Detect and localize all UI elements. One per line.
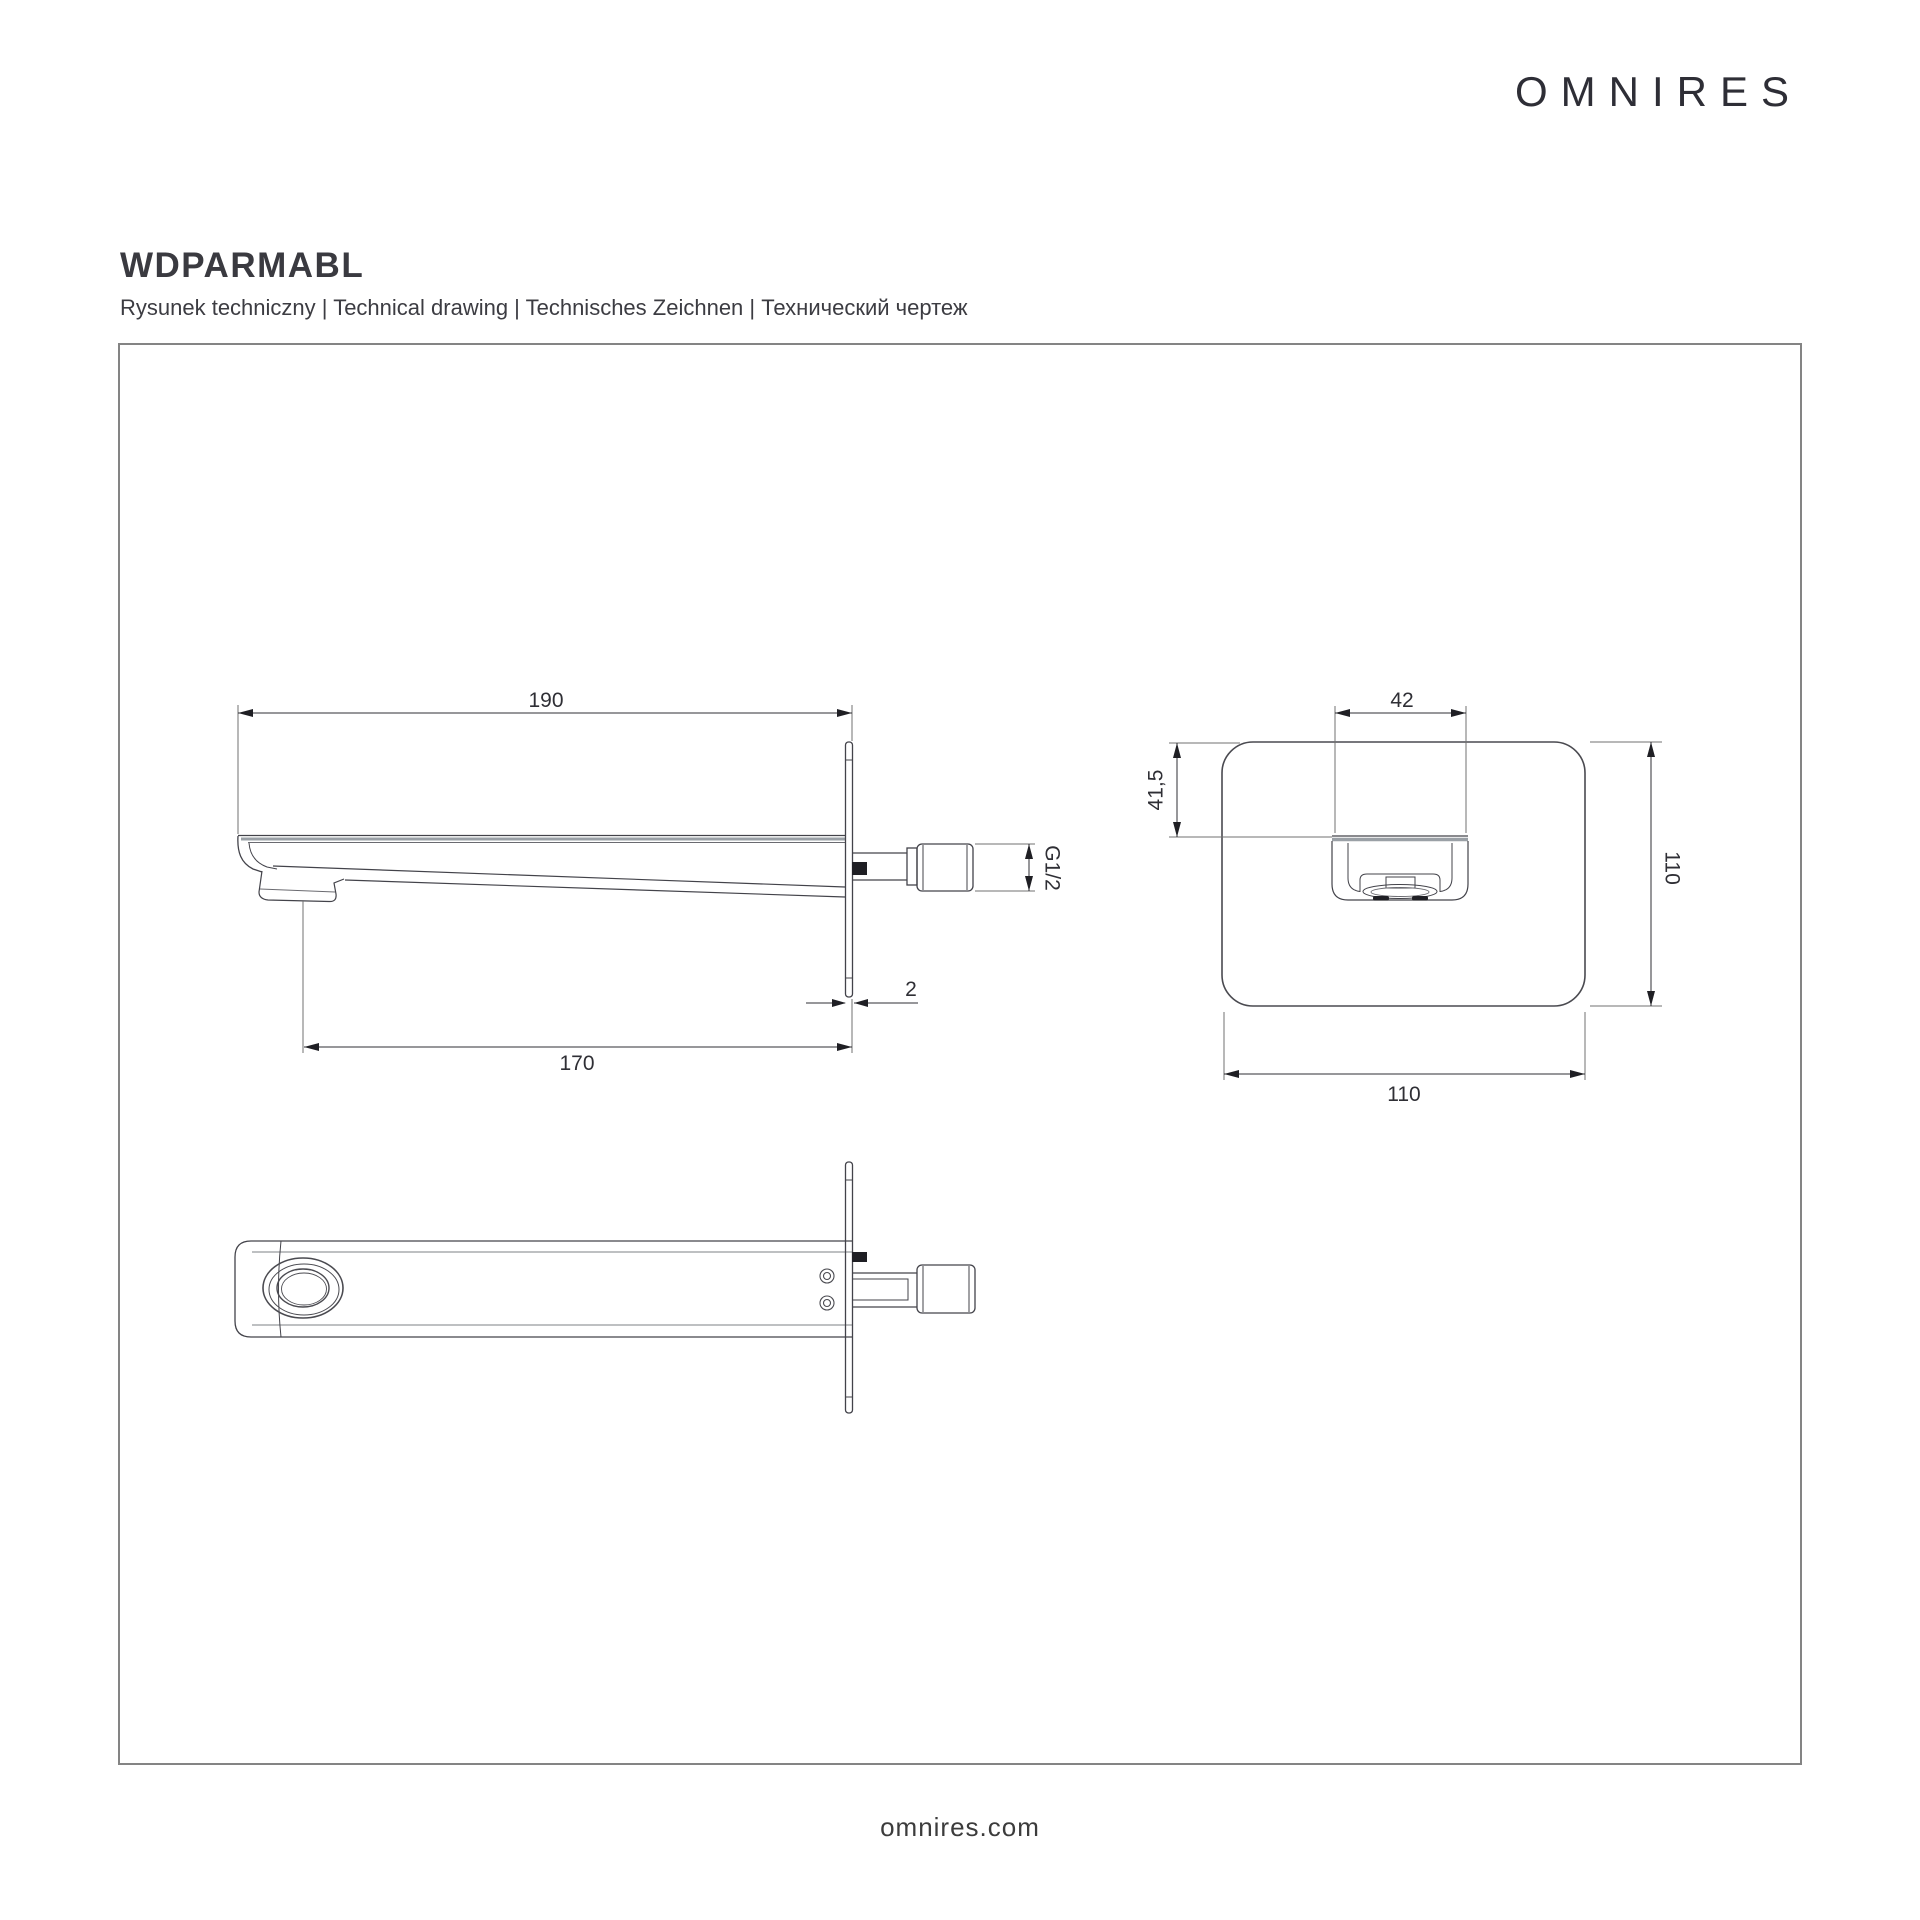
- svg-text:110: 110: [1660, 851, 1683, 884]
- svg-text:41,5: 41,5: [1145, 770, 1168, 811]
- dim-plate-thickness: 2: [806, 978, 918, 1007]
- wall-plate-bottom: [844, 1161, 854, 1414]
- dim-spout-length: 170: [302, 901, 853, 1075]
- bottom-view: [234, 1161, 976, 1414]
- inlet-connector-side: [853, 843, 974, 892]
- spout-body-bottom: [234, 1240, 853, 1338]
- outlet-ring: [262, 1257, 344, 1319]
- technical-drawing-frame: [118, 343, 1802, 1765]
- dim-plate-width: 110: [1223, 1012, 1586, 1106]
- spout-cutout: [1331, 835, 1469, 901]
- svg-text:42: 42: [1390, 689, 1413, 712]
- title-block: WDPARMABL Rysunek techniczny | Technical…: [120, 246, 968, 321]
- inlet-connector-bottom: [853, 1264, 976, 1314]
- svg-text:2: 2: [905, 978, 917, 1001]
- product-code: WDPARMABL: [120, 246, 365, 285]
- dim-total-length: 190: [237, 689, 853, 834]
- dim-thread-size: G1/2: [975, 843, 1063, 892]
- wall-plate-front: [1221, 741, 1586, 1007]
- spout-nose: [237, 835, 278, 873]
- wall-plate-side: [844, 741, 854, 998]
- front-view: 42 41,5 110 110: [1145, 689, 1684, 1106]
- svg-text:110: 110: [1387, 1083, 1420, 1106]
- spout-top-edge: [238, 834, 846, 843]
- svg-text:G1/2: G1/2: [1040, 845, 1063, 891]
- set-screw-side: [852, 862, 867, 875]
- dim-plate-height: 110: [1590, 741, 1683, 1007]
- aerator-housing: [258, 870, 345, 903]
- dim-cutout-width: 42: [1334, 689, 1467, 833]
- dim-top-offset: 41,5: [1145, 742, 1332, 838]
- side-view: 190 170 2 G1/2: [237, 689, 1063, 1075]
- drawing-subtitle: Rysunek techniczny | Technical drawing |…: [120, 295, 968, 320]
- brand-logo: OMNIRES: [1514, 68, 1802, 115]
- svg-text:190: 190: [528, 689, 563, 712]
- website-link: omnires.com: [880, 1812, 1040, 1842]
- spout-underside: [272, 865, 846, 898]
- screw-holes: [819, 1268, 835, 1311]
- svg-text:170: 170: [559, 1052, 594, 1075]
- set-screw-bottom: [852, 1252, 867, 1262]
